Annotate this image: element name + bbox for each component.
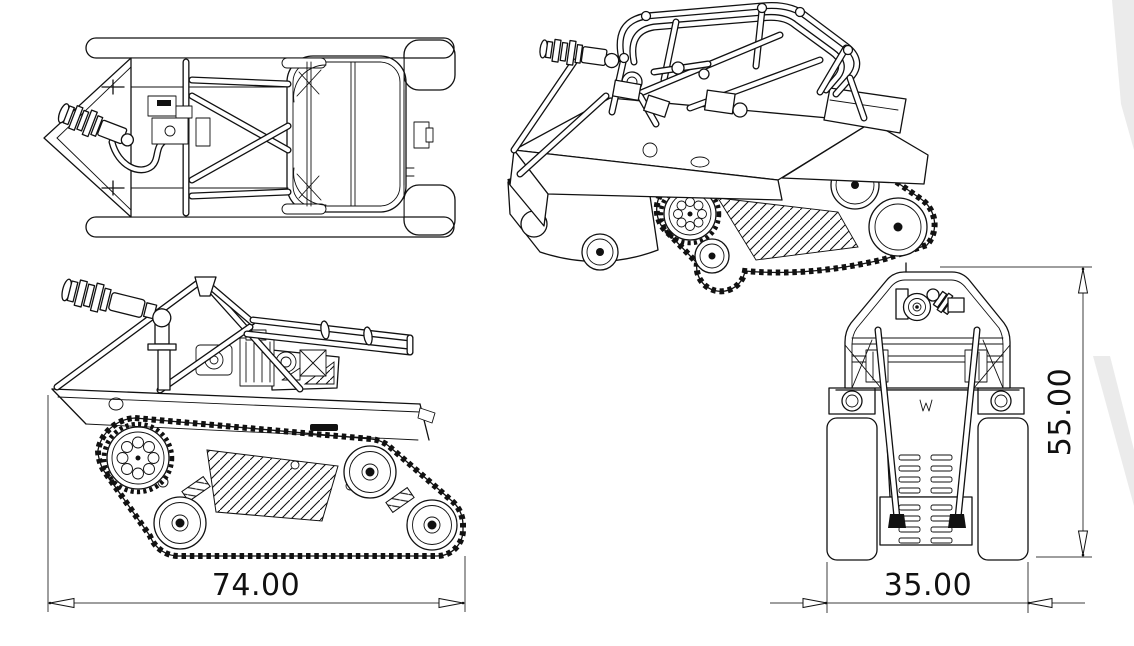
arrowhead-bottom: [1077, 530, 1089, 556]
side-nozzle: [61, 278, 177, 391]
iso-road-wheels: [694, 160, 928, 274]
side-view-drawing: [51, 276, 466, 560]
side-sprocket-wheel: [101, 421, 175, 495]
arrowhead-left: [49, 597, 75, 609]
arrowhead-top: [1077, 268, 1089, 294]
arrowhead-right: [438, 597, 464, 609]
front-view-drawing: [826, 262, 1029, 561]
front-nozzle: [895, 288, 965, 322]
side-road-wheels: [153, 445, 458, 551]
isometric-view-drawing: [507, 2, 938, 295]
iso-sprocket-wheel: [658, 182, 722, 246]
top-view-equipment: [147, 95, 211, 147]
dimension-length: 74.00: [47, 395, 466, 612]
front-emblem: [919, 399, 933, 412]
front-roll-cage-tubes: [874, 326, 981, 528]
dimension-length-label: 74.00: [212, 568, 300, 603]
top-view-drawing: [43, 37, 456, 238]
front-tracks: [826, 417, 1029, 561]
iso-plumbing: [611, 60, 748, 128]
dimension-width: 35.00: [770, 562, 1085, 613]
dimension-height: 55.00: [940, 266, 1092, 558]
arrowhead-left: [802, 597, 828, 609]
dimension-height-label: 55.00: [1043, 368, 1078, 456]
iso-hull: [509, 87, 929, 227]
side-roll-cage: [53, 276, 414, 394]
front-dome: [835, 262, 1020, 391]
watermark-swoosh: [1093, 0, 1134, 506]
iso-nozzle: [539, 38, 620, 69]
arrowhead-right: [1027, 597, 1053, 609]
dimension-width-label: 35.00: [884, 568, 972, 603]
top-view-nozzle: [57, 103, 170, 174]
